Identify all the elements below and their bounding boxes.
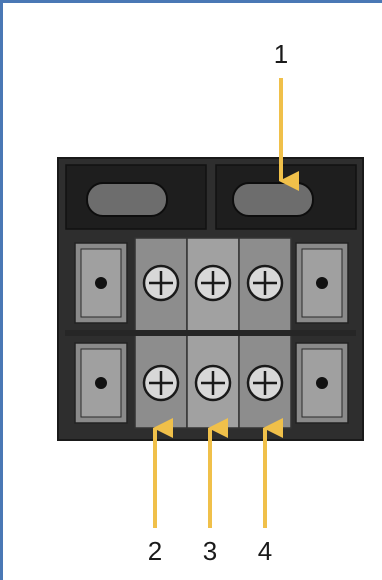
screw-bottom-3-icon [246, 364, 284, 402]
callout-label-2: 2 [148, 536, 162, 566]
callout-label-3: 3 [203, 536, 217, 566]
callout-label-1: 1 [274, 39, 288, 69]
screw-top-2-icon [194, 264, 232, 302]
switch-slider-left [86, 182, 168, 217]
terminal-block-diagram: 1 2 3 4 [57, 39, 364, 566]
screw-bottom-1-icon [142, 364, 180, 402]
screw-bottom-2-icon [194, 364, 232, 402]
mount-bottom-left [74, 342, 128, 424]
mount-bottom-right [295, 342, 349, 424]
mount-top-right [295, 242, 349, 324]
mount-top-left [74, 242, 128, 324]
callout-label-4: 4 [258, 536, 272, 566]
screw-top-3-icon [246, 264, 284, 302]
row-divider [65, 330, 356, 336]
screw-top-1-icon [142, 264, 180, 302]
switch-slider-right [232, 182, 314, 217]
